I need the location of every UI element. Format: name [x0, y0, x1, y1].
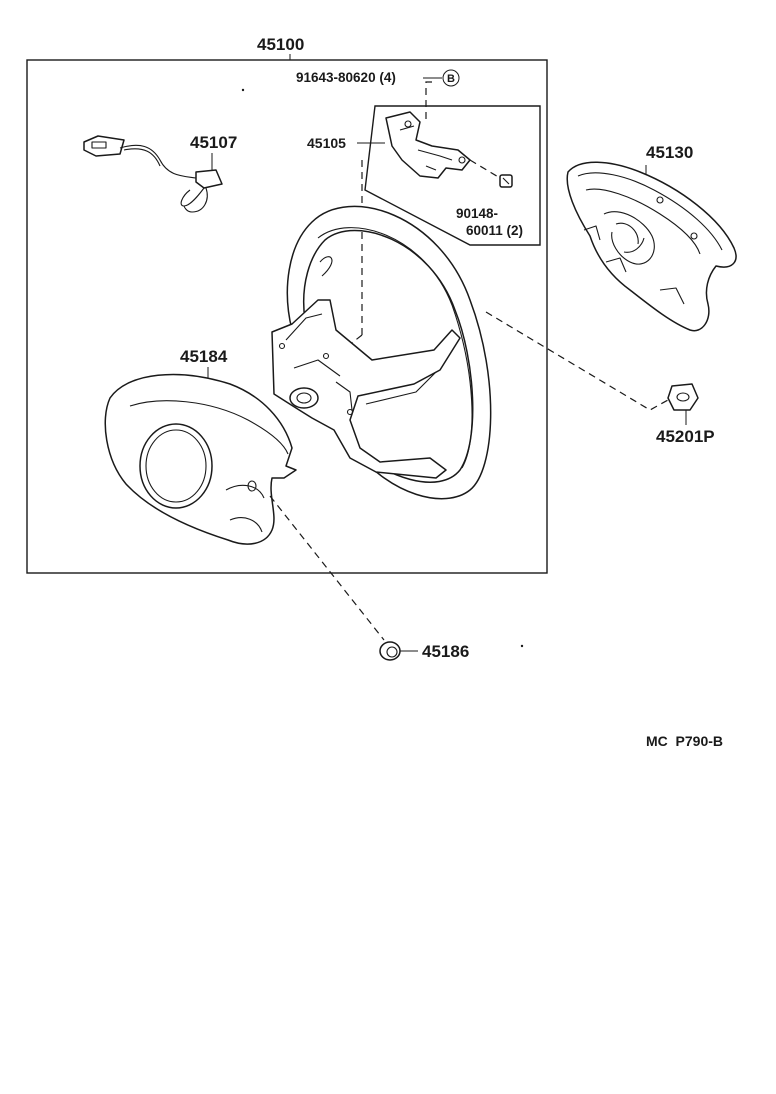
label-45186: 45186: [422, 642, 469, 661]
bracket-subbox: [364, 105, 541, 246]
label-45184: 45184: [180, 347, 228, 366]
wire-harness-part: [83, 135, 223, 213]
speck-dot-2: [520, 644, 524, 648]
horn-pad-part: [566, 161, 737, 332]
bolt-part: [499, 174, 513, 188]
ref-marker-b: B: [447, 73, 455, 85]
nut-part: [667, 383, 699, 411]
leader-wheel-to-nut: [485, 311, 669, 411]
label-45201p: 45201P: [656, 427, 715, 446]
figure-code: MC P790-B: [646, 733, 723, 749]
label-45130: 45130: [646, 143, 693, 162]
bracket-part: [385, 111, 501, 179]
label-45100: 45100: [257, 35, 304, 54]
label-45105: 45105: [307, 135, 346, 151]
leader-screw-down: [425, 81, 432, 120]
speck-dot: [241, 88, 245, 92]
label-45107: 45107: [190, 133, 237, 152]
assembly-boundary-box: [26, 59, 548, 574]
column-cover-part: [104, 373, 297, 545]
label-91643-80620: 91643-80620 (4): [296, 70, 396, 85]
label-90148-line1: 90148-: [456, 206, 498, 221]
leader-cover-to-cap: [269, 495, 385, 641]
cap-part: [379, 641, 401, 661]
label-90148-line2: 60011 (2): [466, 223, 523, 238]
ref-marker-circle: [442, 69, 460, 87]
leader-bracket-to-hub-2: [329, 334, 363, 361]
steering-wheel-part: [271, 205, 492, 500]
